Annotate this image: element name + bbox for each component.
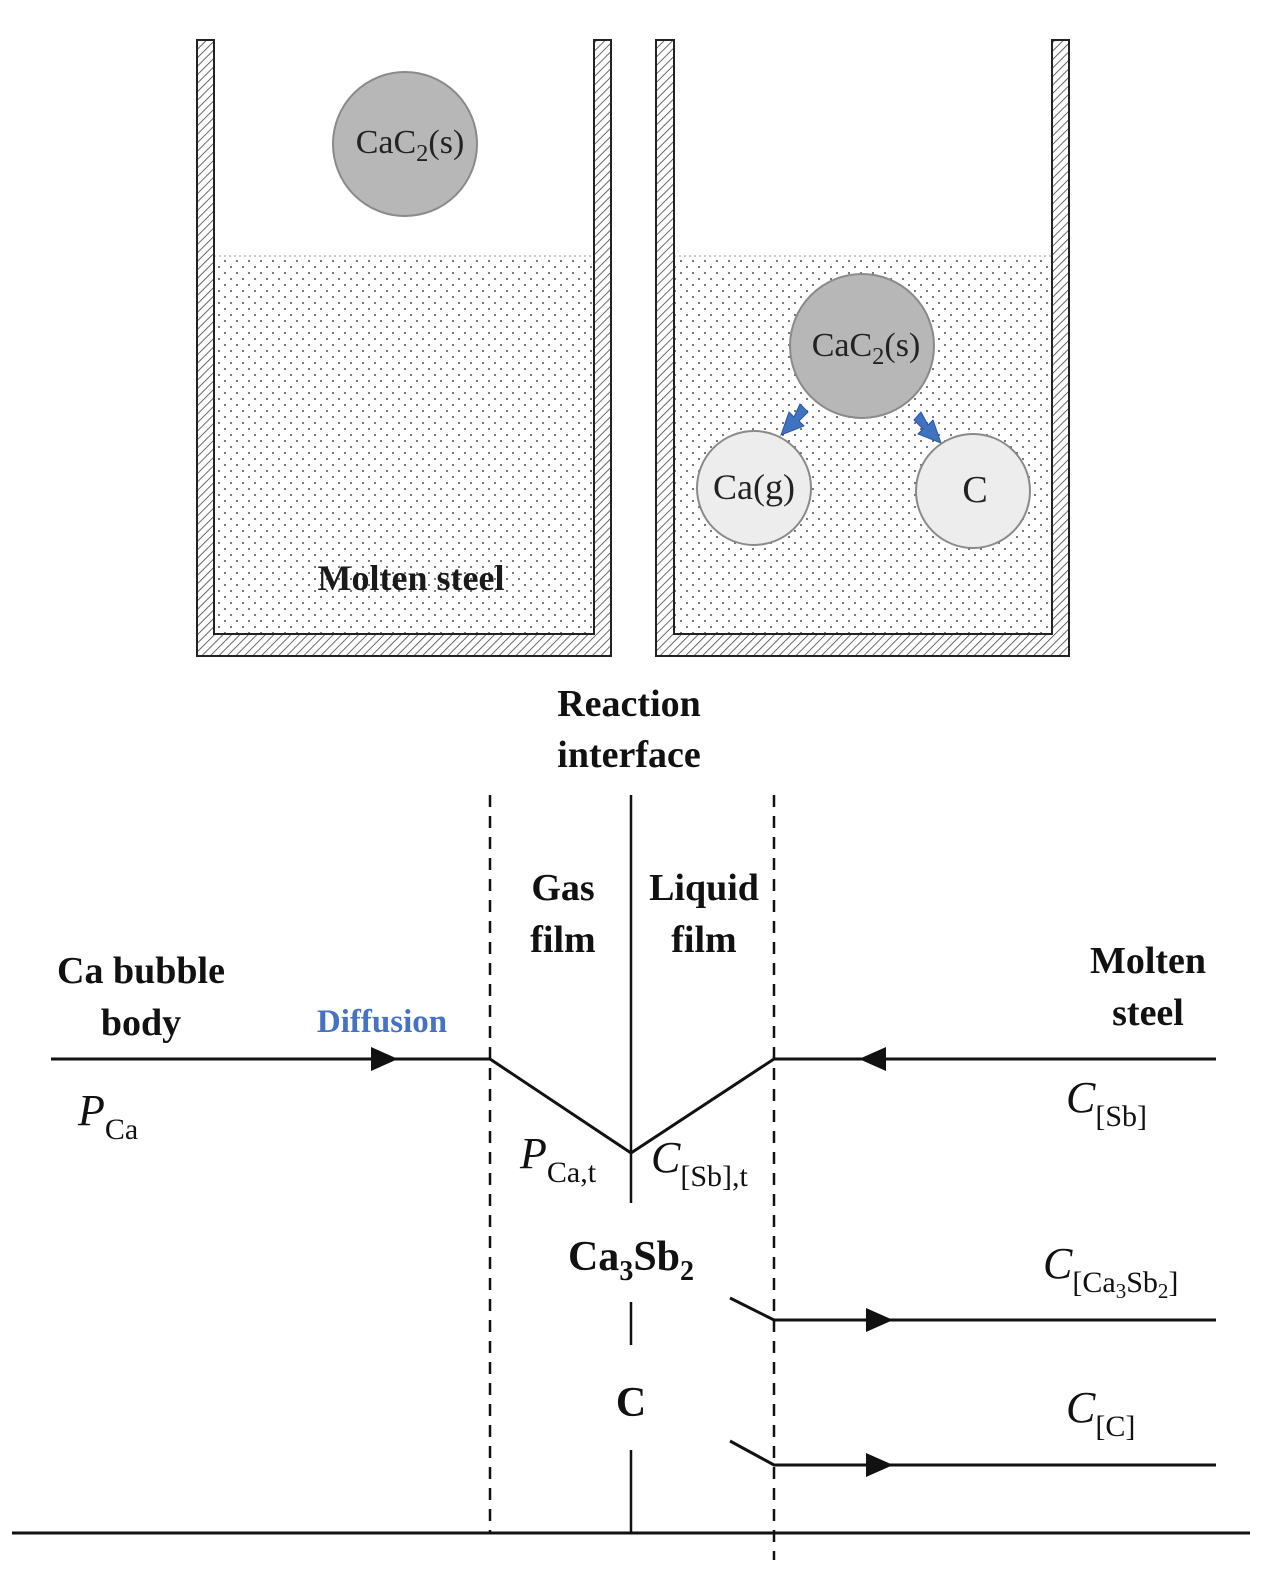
c-flux-arrow-icon bbox=[866, 1453, 893, 1477]
arrow-to-c-icon bbox=[913, 411, 942, 444]
carbon-label: C bbox=[962, 469, 987, 511]
left-vessel-liquid bbox=[214, 256, 594, 634]
molten-steel-side-label: Molten bbox=[1090, 940, 1206, 982]
ca-bubble-label-line2: body bbox=[101, 1002, 181, 1044]
carbon-particle bbox=[915, 433, 1031, 549]
c-flux-line bbox=[729, 1439, 1216, 1467]
left-vessel: CaC2(s) Molten steel bbox=[196, 39, 612, 657]
c-sb-label: C[Sb] bbox=[1066, 1073, 1147, 1133]
left-cac2-label: CaC2(s) bbox=[356, 124, 465, 167]
reaction-interface-title: Reaction bbox=[557, 683, 701, 725]
liquid-film-label: Liquid bbox=[649, 867, 759, 909]
ca-bubble-label: Ca bubble bbox=[57, 950, 225, 992]
right-vessel-wall bbox=[655, 39, 1070, 657]
left-cac2-particle bbox=[332, 71, 478, 217]
right-cac2-particle bbox=[789, 273, 935, 419]
two-film-model: Reaction interface Gas film Liquid film … bbox=[12, 683, 1250, 1560]
ca3sb2-flux-line bbox=[729, 1296, 1216, 1322]
reaction-interface-title-line2: interface bbox=[557, 734, 700, 776]
arrow-to-ca-icon bbox=[780, 403, 809, 436]
c-product-label: C bbox=[616, 1380, 646, 1426]
concentration-profile bbox=[51, 1057, 1216, 1155]
liquid-film-label-line2: film bbox=[671, 919, 736, 961]
c-sb-t-label: C[Sb],t bbox=[651, 1133, 749, 1193]
diffusion-label: Diffusion bbox=[317, 1004, 447, 1040]
ca-gas-particle bbox=[696, 430, 812, 546]
gas-film-label: Gas bbox=[531, 867, 594, 909]
p-ca-label: PCa bbox=[77, 1086, 138, 1146]
ca3sb2-flux-arrow-icon bbox=[866, 1308, 893, 1332]
diffusion-arrow-left-icon bbox=[859, 1047, 886, 1071]
left-vessel-wall bbox=[196, 39, 612, 657]
c-ca3sb2-label: C[Ca3Sb2] bbox=[1043, 1239, 1178, 1303]
right-vessel: CaC2(s) Ca(g) C bbox=[655, 39, 1070, 657]
ca3sb2-label: Ca3Sb2 bbox=[568, 1234, 694, 1287]
molten-steel-label: Molten steel bbox=[318, 558, 505, 598]
ca-gas-label: Ca(g) bbox=[713, 467, 795, 507]
p-ca-t-label: PCa,t bbox=[519, 1129, 597, 1189]
gas-film-label-line2: film bbox=[530, 919, 595, 961]
right-cac2-label: CaC2(s) bbox=[812, 327, 921, 370]
c-c-label: C[C] bbox=[1066, 1383, 1135, 1443]
diffusion-arrow-right-icon bbox=[371, 1047, 398, 1071]
molten-steel-side-label-line2: steel bbox=[1112, 992, 1184, 1034]
